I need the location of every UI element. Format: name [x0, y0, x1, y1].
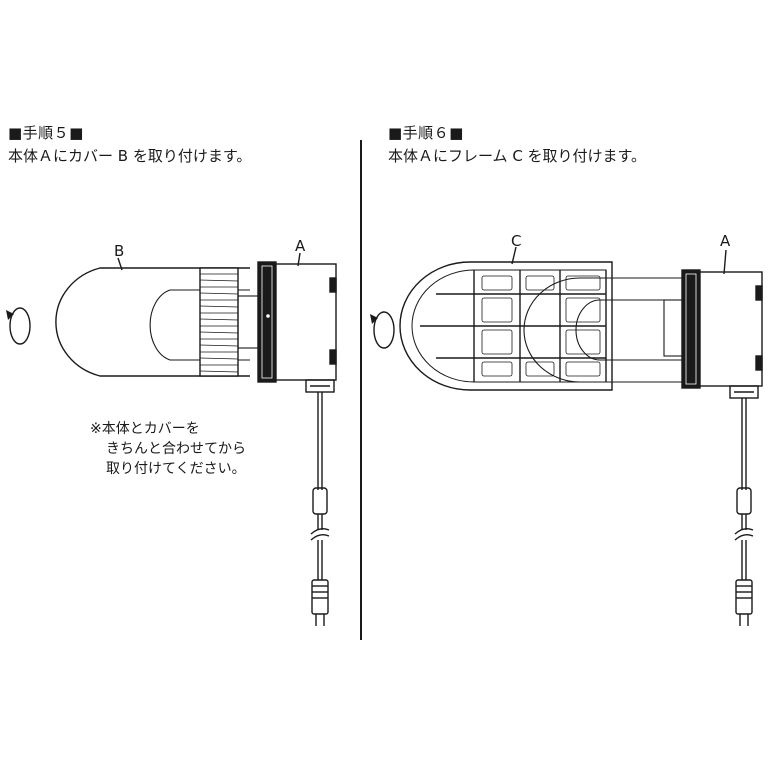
plug-icon	[311, 579, 329, 626]
label-frame-c: C	[511, 232, 521, 250]
step6-title: ■手順６■	[388, 124, 464, 142]
step6-figure	[370, 246, 763, 626]
power-cord	[310, 392, 330, 626]
body-a	[257, 261, 337, 393]
rotate-arrow-icon	[370, 311, 395, 349]
step5-figure	[6, 252, 337, 626]
label-body-a-step5: A	[295, 237, 306, 255]
plug-icon	[735, 579, 753, 626]
body-a	[681, 269, 763, 399]
label-body-a-step6: A	[720, 232, 731, 250]
step5-note-line1: ※本体とカバーを	[90, 421, 200, 437]
cover-b	[55, 267, 259, 377]
step5-note-line2: きちんと合わせてから	[106, 441, 246, 457]
step5-note-line3: 取り付けてください。	[106, 461, 246, 477]
step5-instruction: 本体Ａにカバー B を取り付けます。	[8, 147, 252, 165]
rotate-arrow-icon	[6, 307, 31, 345]
label-cover-b: B	[114, 242, 124, 260]
inline-switch	[736, 487, 752, 515]
inline-switch	[312, 487, 328, 515]
step5-title: ■手順５■	[8, 124, 84, 142]
step6-instruction: 本体Ａにフレーム C を取り付けます。	[388, 147, 647, 165]
power-cord	[734, 398, 754, 626]
frame-c	[399, 261, 613, 391]
